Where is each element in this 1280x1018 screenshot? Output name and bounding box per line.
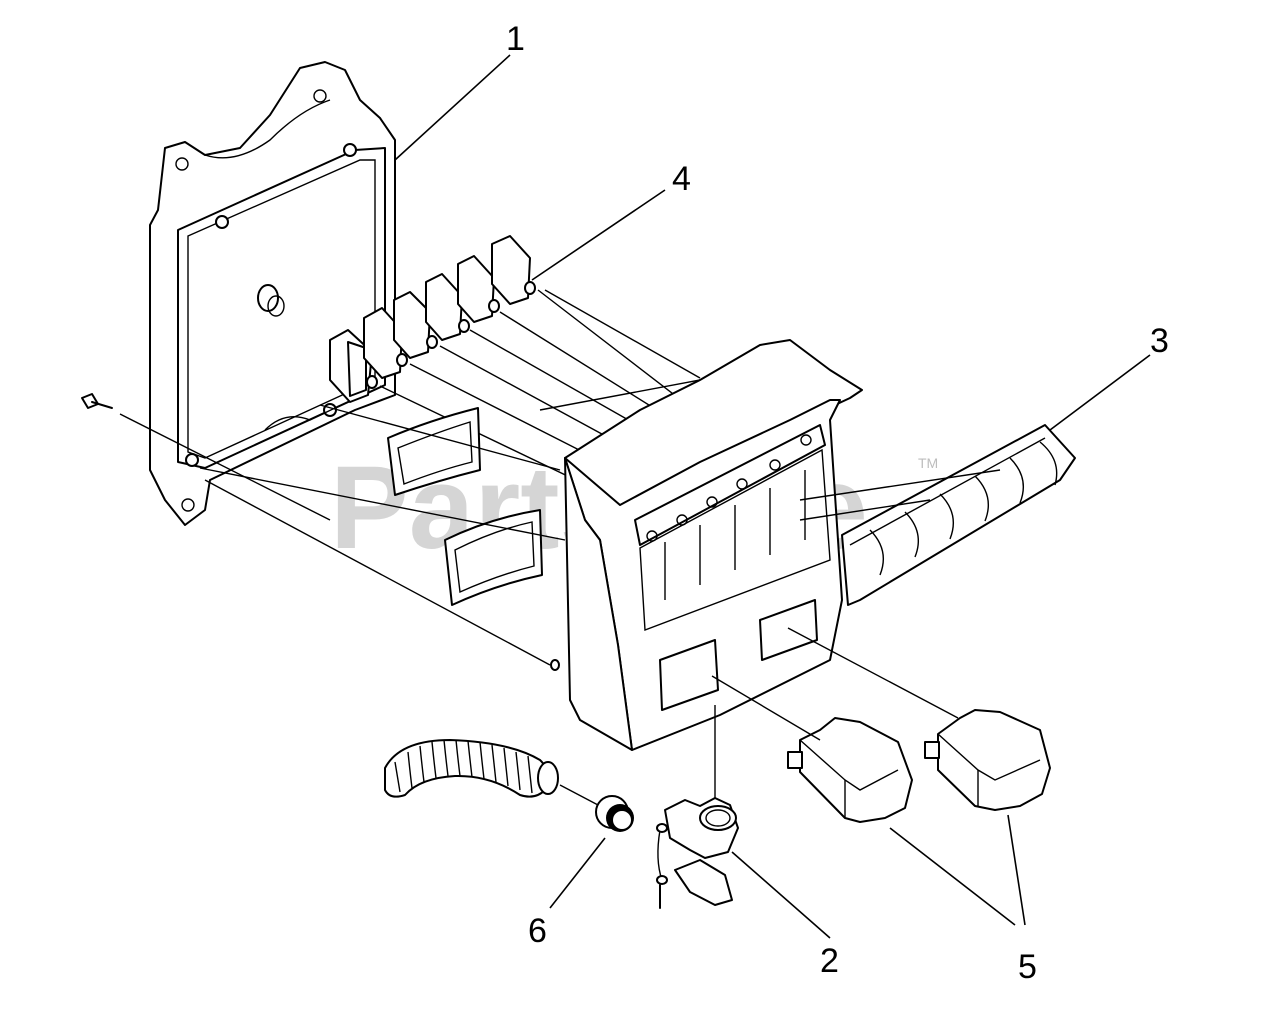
callout-6: 6 <box>528 912 547 950</box>
part-6-hose-grommet <box>384 739 634 909</box>
callout-3: 3 <box>1150 322 1169 360</box>
part-5-relay-blocks <box>711 627 1051 926</box>
part-3-switch-cover-strip <box>799 354 1151 606</box>
callouts: 1 2 3 4 5 6 <box>506 20 1169 986</box>
part-2-bracket <box>656 705 831 939</box>
callout-2: 2 <box>820 942 839 980</box>
callout-4: 4 <box>672 160 691 198</box>
callout-5: 5 <box>1018 948 1037 986</box>
screw-left <box>81 393 331 521</box>
callout-1: 1 <box>506 20 525 58</box>
control-box <box>199 339 863 751</box>
watermark-trademark: TM <box>918 455 938 471</box>
